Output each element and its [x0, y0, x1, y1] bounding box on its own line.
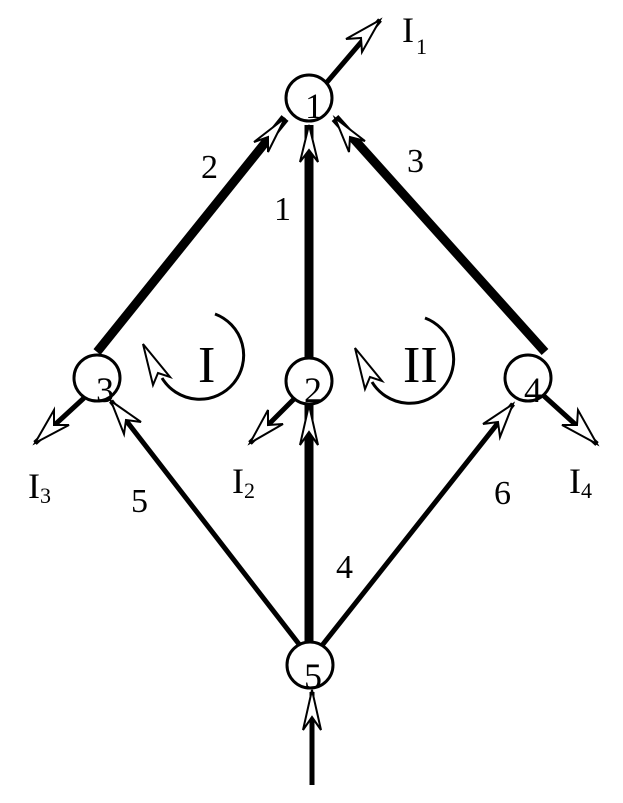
current-I2-label: I2: [232, 461, 255, 503]
current-labels: I1 I2 I3 I4: [28, 10, 592, 508]
edge-6-line: [318, 402, 515, 650]
node-4-label: 4: [524, 370, 542, 410]
current-I3-head: [32, 406, 70, 446]
edge-6-label: 6: [494, 475, 511, 512]
edge-1-arrow: [299, 124, 319, 163]
nodes: 1 2 3 4 5: [72, 73, 553, 696]
loop-II-arc: [370, 316, 456, 405]
current-arrows: [32, 17, 600, 447]
loop-II-arrowhead: [354, 347, 385, 393]
edge-3-line: [331, 114, 549, 356]
loop-II-label: II: [403, 337, 438, 394]
loop-I-arrowhead: [142, 343, 173, 389]
edge-1-label: 1: [274, 191, 291, 228]
edge-5-label: 5: [131, 483, 148, 520]
incoming-current-arrow: [302, 689, 322, 731]
edge-5-arrow: [108, 398, 142, 438]
edge-3-arrow: [332, 114, 366, 153]
current-I1-label: I1: [402, 10, 427, 59]
edge-4-arrow: [299, 404, 319, 446]
edge-2-label: 2: [201, 149, 218, 186]
edge-3-label: 3: [407, 143, 424, 180]
node-5-label: 5: [304, 656, 322, 696]
node-5: 5: [285, 640, 335, 696]
edge-2-line: [93, 115, 289, 355]
node-4: 4: [503, 353, 553, 410]
branches: [93, 114, 549, 785]
current-I3-label: I3: [28, 466, 51, 508]
node-1-label: 1: [305, 86, 323, 126]
current-I4-label: I4: [569, 461, 592, 503]
node-2: 2: [284, 356, 334, 410]
edge-6-arrow: [482, 401, 516, 441]
loops: I II: [142, 312, 456, 405]
loop-I-label: I: [198, 337, 215, 394]
node-1: 1: [284, 73, 334, 126]
node-3: 3: [72, 353, 122, 410]
current-I1-head: [345, 17, 383, 56]
edge-2-arrow: [253, 117, 286, 153]
node-2-label: 2: [304, 370, 322, 410]
current-I4-head: [561, 406, 600, 447]
edge-5-line: [109, 399, 304, 650]
current-I2-head: [247, 409, 284, 446]
edge-4-label: 4: [336, 549, 353, 586]
node-3-label: 3: [96, 370, 114, 410]
edge-labels: 1 2 3 4 5 6: [131, 143, 511, 586]
loop-I-arc: [160, 312, 246, 401]
